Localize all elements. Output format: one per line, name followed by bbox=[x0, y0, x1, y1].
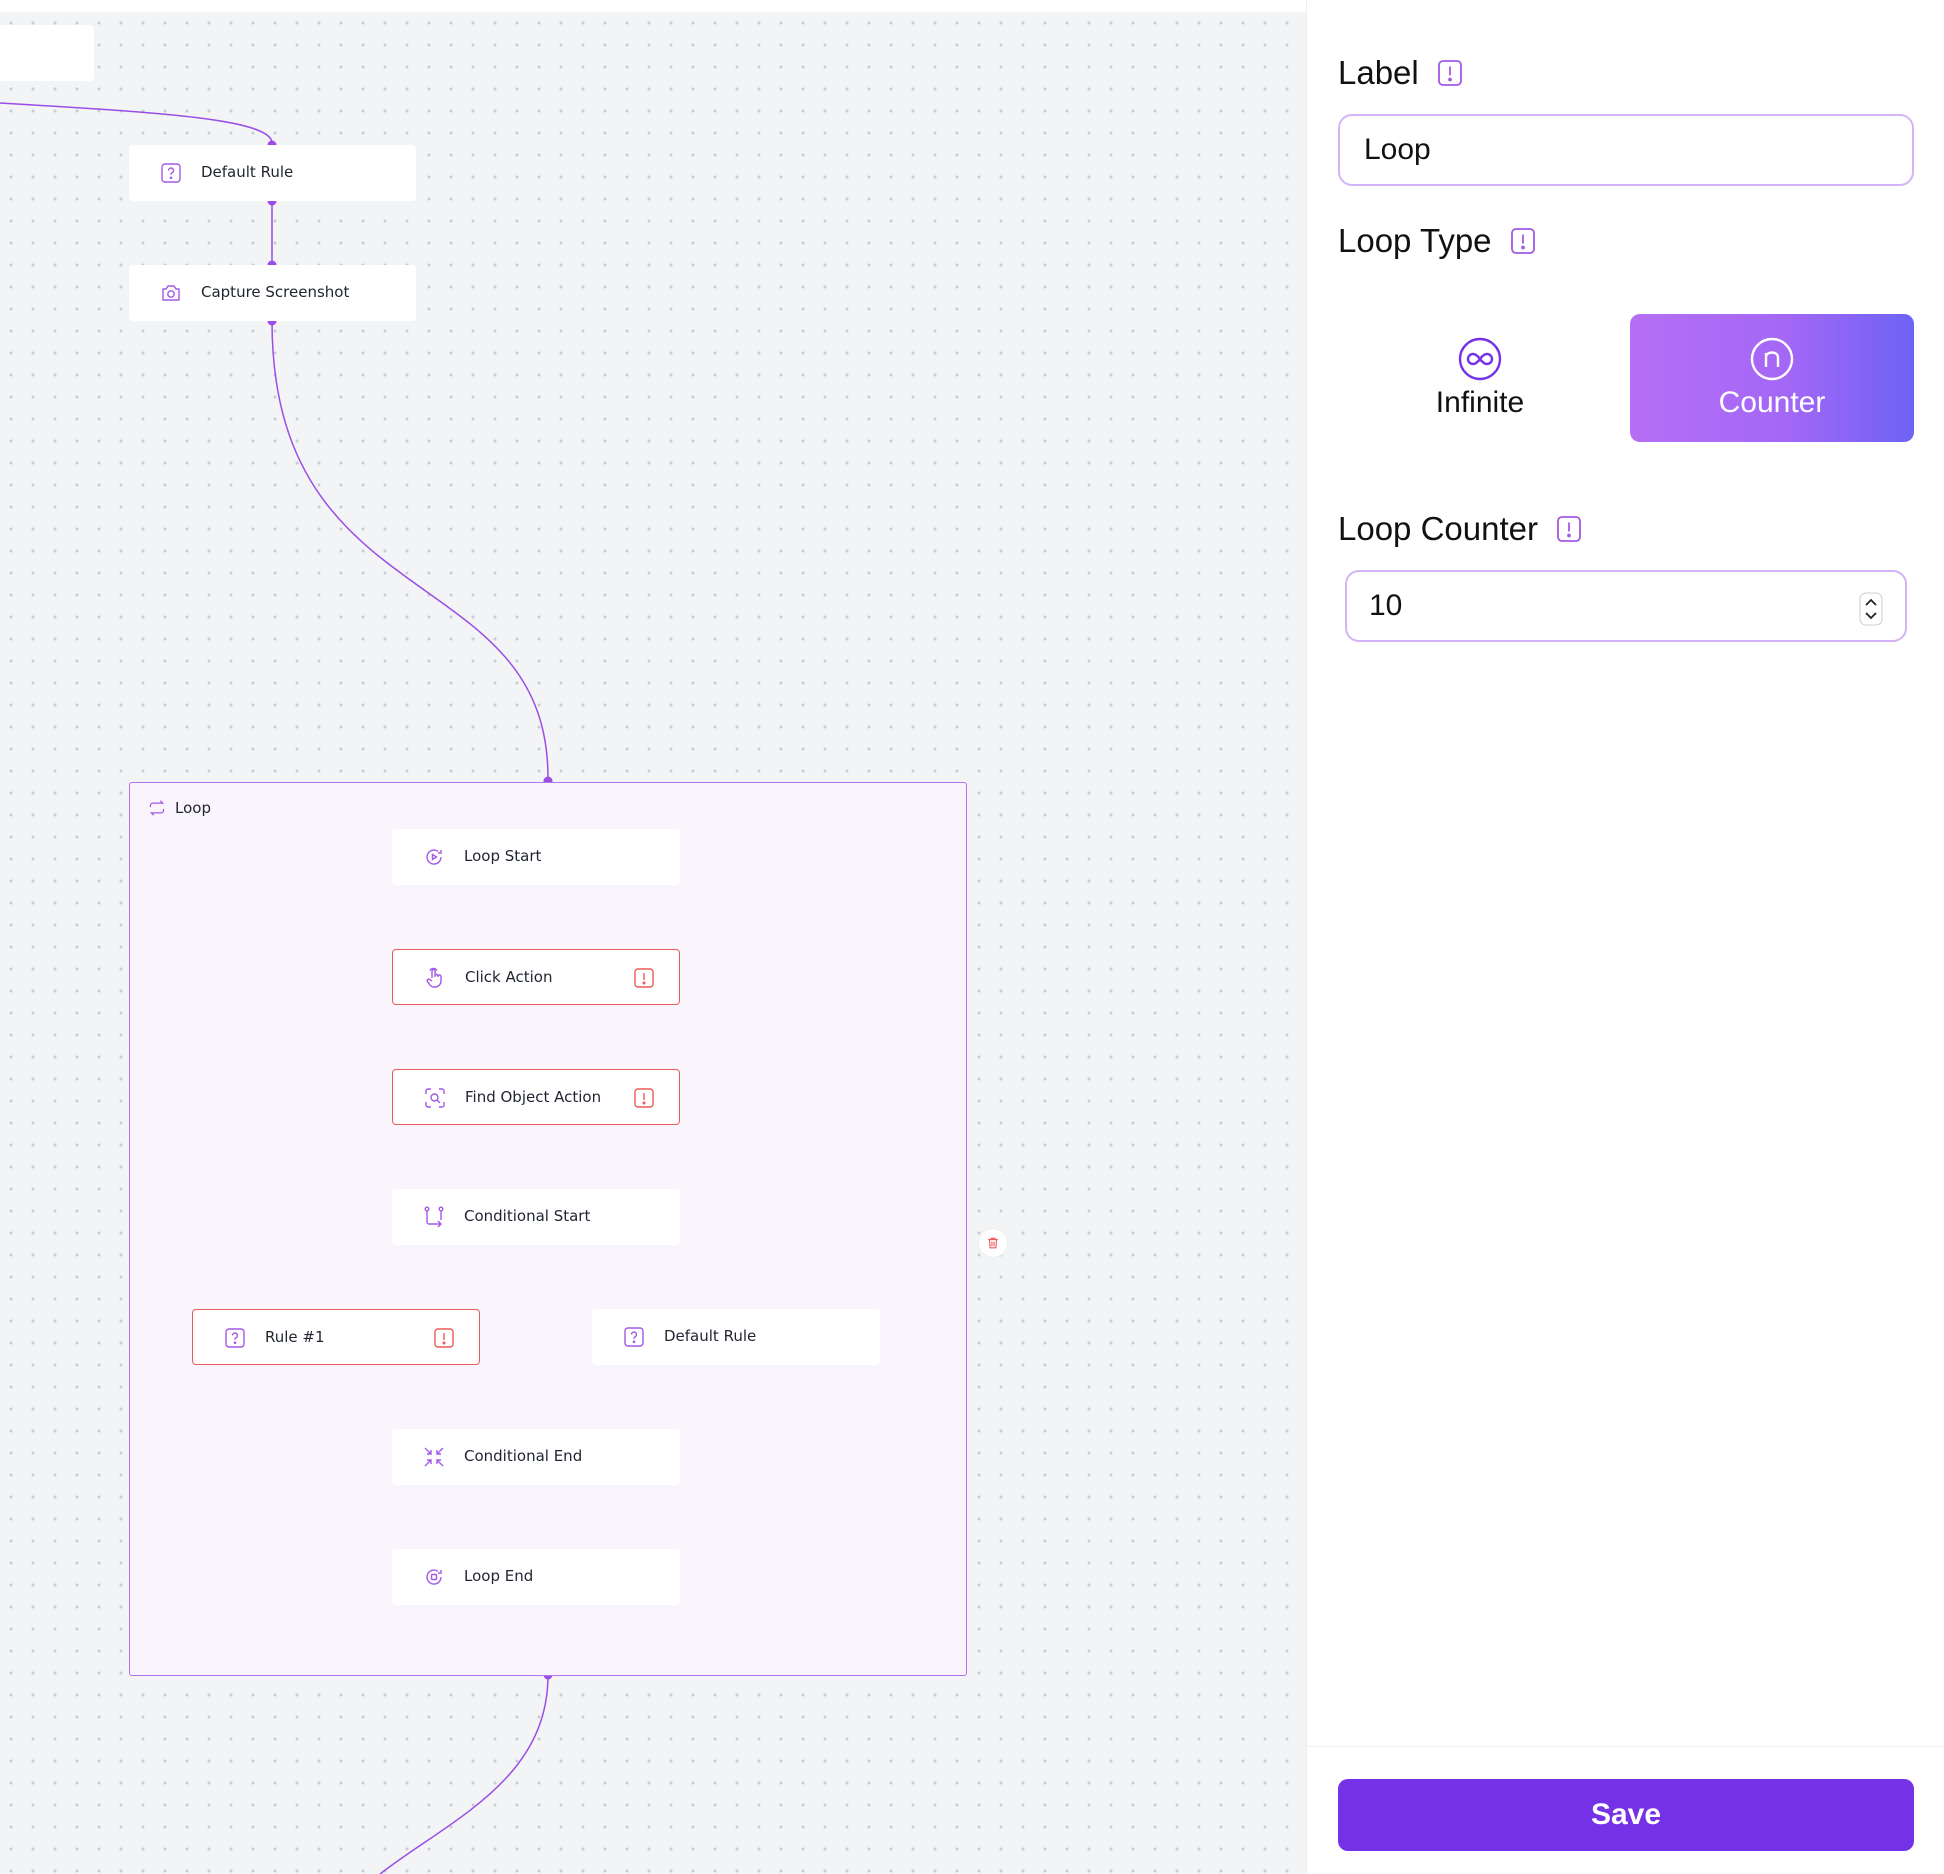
save-button[interactable]: Save bbox=[1338, 1779, 1914, 1851]
info-icon[interactable] bbox=[1556, 515, 1582, 543]
node-label: Loop Start bbox=[464, 847, 542, 865]
node-rule-1[interactable]: Rule #1 bbox=[192, 1309, 480, 1365]
info-icon[interactable] bbox=[1437, 59, 1463, 87]
label-input[interactable]: Loop bbox=[1338, 114, 1914, 186]
edge-capture-to-loop bbox=[271, 320, 549, 779]
node-loop-end[interactable]: Loop End bbox=[392, 1549, 680, 1605]
node-label: Find Object Action bbox=[465, 1088, 602, 1106]
camera-icon bbox=[162, 285, 180, 301]
loop-type-option-infinite[interactable]: Infinite bbox=[1338, 314, 1622, 442]
flow-canvas[interactable]: Default Rule Capture Screenshot Loop Loo… bbox=[0, 12, 1306, 1874]
loop-group-header: Loop bbox=[147, 799, 211, 817]
node-loop-start[interactable]: Loop Start bbox=[392, 829, 680, 885]
node-label: Loop End bbox=[464, 1567, 534, 1585]
loop-end-icon bbox=[426, 1569, 442, 1585]
pointer-hand-icon bbox=[426, 967, 442, 988]
loop-type-text: Loop Type bbox=[1338, 222, 1492, 259]
node-label: Click Action bbox=[465, 968, 553, 986]
option-label: Infinite bbox=[1435, 386, 1525, 419]
warning-icon[interactable] bbox=[433, 1327, 455, 1349]
node-conditional-end[interactable]: Conditional End bbox=[392, 1429, 680, 1485]
loop-type-option-counter[interactable]: Counter bbox=[1630, 314, 1914, 442]
node-capture-screenshot[interactable]: Capture Screenshot bbox=[129, 265, 416, 321]
option-label: Counter bbox=[1718, 386, 1826, 419]
node-find-object-action[interactable]: Find Object Action bbox=[392, 1069, 680, 1125]
repeat-icon bbox=[149, 800, 165, 816]
merge-arrows-icon bbox=[424, 1447, 444, 1467]
delete-group-button[interactable] bbox=[978, 1228, 1008, 1258]
loop-counter-title: Loop Counter bbox=[1338, 510, 1582, 548]
warning-icon[interactable] bbox=[633, 967, 655, 989]
edge-offscreen-to-default-rule bbox=[0, 102, 273, 143]
node-label: Default Rule bbox=[201, 163, 294, 181]
loop-type-title: Loop Type bbox=[1338, 222, 1536, 260]
trash-icon bbox=[988, 1237, 998, 1249]
infinity-icon bbox=[1458, 337, 1502, 381]
label-field-text: Label bbox=[1338, 54, 1419, 91]
loop-counter-text: Loop Counter bbox=[1338, 510, 1538, 547]
branch-icon bbox=[424, 1206, 444, 1228]
info-icon[interactable] bbox=[1510, 227, 1536, 255]
node-default-rule[interactable]: Default Rule bbox=[129, 145, 416, 201]
number-stepper-icon[interactable] bbox=[1859, 592, 1883, 626]
question-icon bbox=[161, 163, 181, 183]
node-label: Rule #1 bbox=[265, 1328, 325, 1346]
question-icon bbox=[225, 1328, 245, 1348]
loop-counter-input[interactable]: 10 bbox=[1345, 570, 1907, 642]
warning-icon[interactable] bbox=[633, 1087, 655, 1109]
node-label: Default Rule bbox=[664, 1327, 757, 1345]
loop-start-icon bbox=[426, 849, 442, 865]
node-conditional-start[interactable]: Conditional Start bbox=[392, 1189, 680, 1245]
canvas-top-strip bbox=[0, 0, 1306, 12]
offscreen-node[interactable] bbox=[0, 25, 94, 81]
loop-group-label: Loop bbox=[175, 799, 211, 817]
label-input-value: Loop bbox=[1364, 133, 1431, 166]
scan-search-icon bbox=[425, 1088, 445, 1108]
question-icon bbox=[624, 1327, 644, 1347]
node-label: Conditional Start bbox=[464, 1207, 591, 1225]
n-counter-icon bbox=[1750, 337, 1794, 381]
label-field-title: Label bbox=[1338, 54, 1463, 92]
node-click-action[interactable]: Click Action bbox=[392, 949, 680, 1005]
node-label: Capture Screenshot bbox=[201, 283, 350, 301]
edge-loop-to-offscreen bbox=[379, 1674, 549, 1874]
properties-panel: Label Loop Loop Type Infinite Counter Lo… bbox=[1306, 0, 1944, 1874]
panel-footer: Save bbox=[1307, 1746, 1944, 1874]
node-default-rule-branch[interactable]: Default Rule bbox=[592, 1309, 880, 1365]
loop-counter-value: 10 bbox=[1369, 589, 1403, 622]
node-label: Conditional End bbox=[464, 1447, 583, 1465]
